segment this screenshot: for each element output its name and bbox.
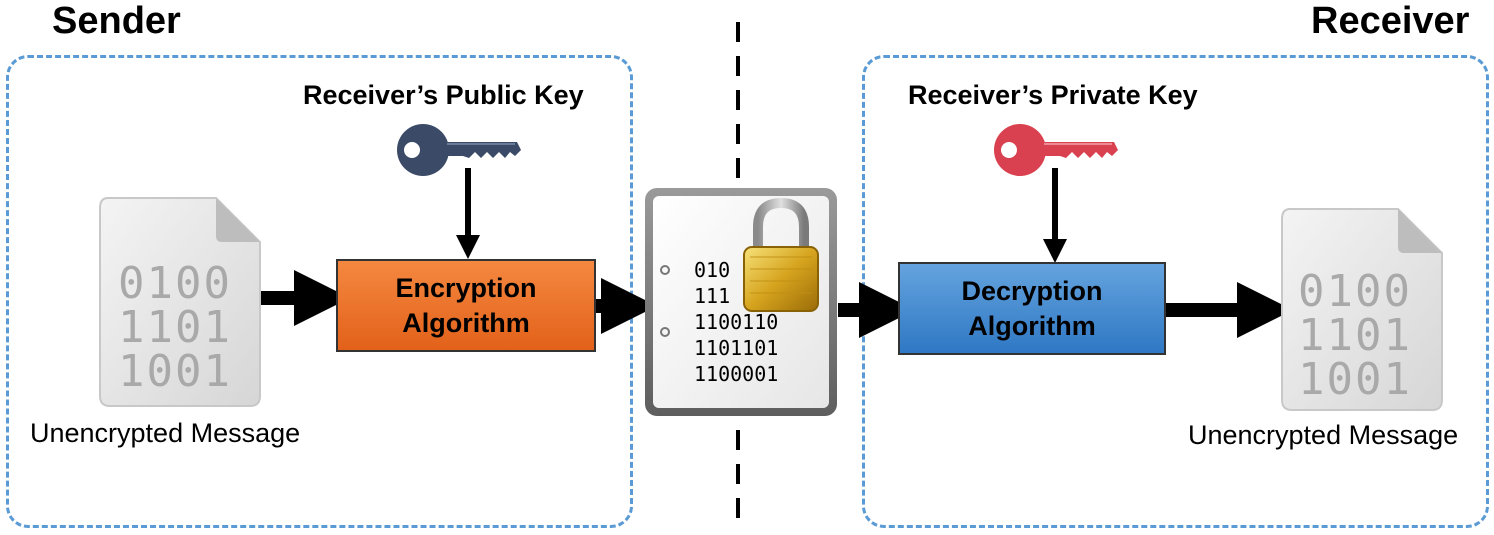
receiver-heading: Receiver bbox=[1311, 0, 1470, 42]
decryption-algorithm-line2: Algorithm bbox=[968, 310, 1096, 341]
private-key-label: Receiver’s Private Key bbox=[908, 80, 1198, 110]
private-key-icon bbox=[994, 124, 1118, 176]
sender-heading: Sender bbox=[52, 0, 181, 42]
encryption-algorithm-line1: Encryption bbox=[395, 272, 537, 303]
receiver-document-icon bbox=[1281, 208, 1443, 411]
decryption-algorithm-line1: Decryption bbox=[961, 275, 1103, 306]
receiver-message-caption: Unencrypted Message bbox=[1188, 420, 1459, 450]
encryption-algorithm-line2: Algorithm bbox=[402, 307, 530, 338]
sender-document-icon bbox=[99, 197, 261, 407]
padlock-icon bbox=[743, 197, 819, 312]
public-key-icon bbox=[397, 124, 521, 176]
encryption-algorithm-box: Encryption Algorithm bbox=[336, 259, 596, 352]
decryption-algorithm-box: Decryption Algorithm bbox=[898, 262, 1166, 355]
public-key-label: Receiver’s Public Key bbox=[303, 80, 584, 110]
sender-message-caption: Unencrypted Message bbox=[30, 418, 301, 448]
ciphertext-document-icon bbox=[645, 188, 837, 416]
